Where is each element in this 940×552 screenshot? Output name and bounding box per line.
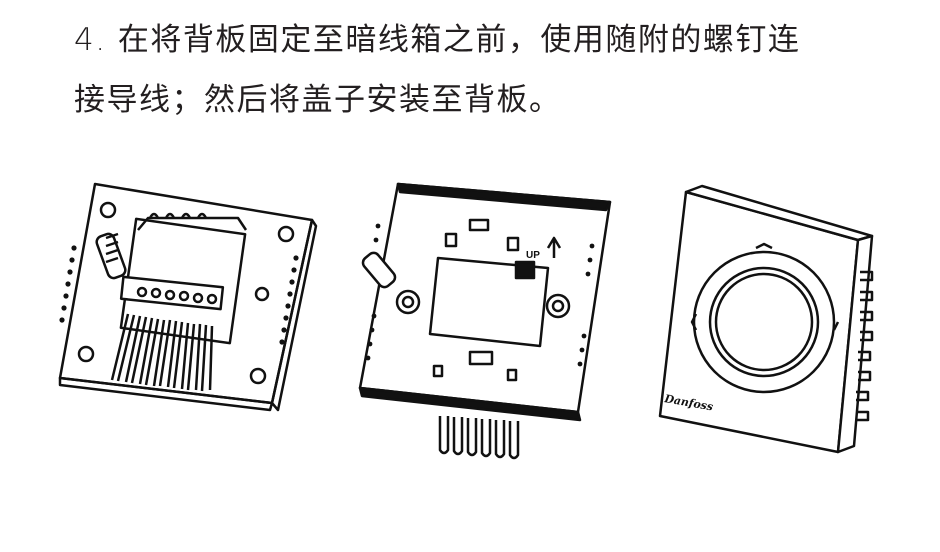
- instruction-line-1: 4. 在将背板固定至暗线箱之前，使用随附的螺钉连: [74, 22, 801, 58]
- figure-backplate-up: UP: [348, 176, 618, 461]
- figure-cover-fitted: Danfoss: [650, 180, 890, 460]
- instruction-text: 4. 在将背板固定至暗线箱之前，使用随附的螺钉连 接导线；然后将盖子安装至背板。: [74, 10, 904, 130]
- up-label: UP: [526, 250, 540, 261]
- figure-wired-backbox: [50, 178, 320, 418]
- instruction-line-2: 接导线；然后将盖子安装至背板。: [74, 82, 562, 118]
- backplate-illustration: UP: [358, 182, 612, 460]
- backbox-illustration: [58, 182, 318, 412]
- thermostat-illustration: Danfoss: [658, 184, 874, 454]
